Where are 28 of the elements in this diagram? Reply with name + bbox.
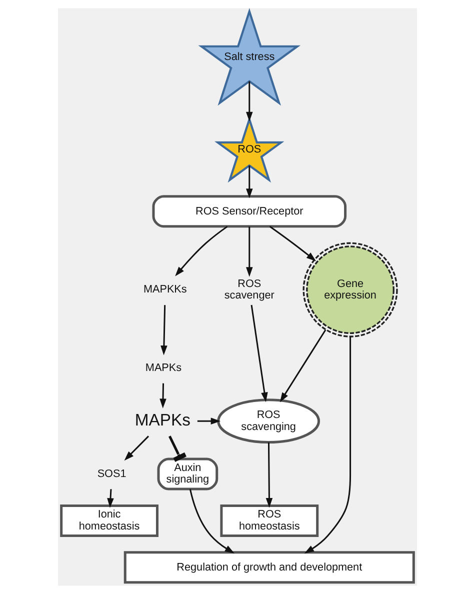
arrow [159, 383, 166, 408]
arrow [265, 442, 272, 508]
node-box: ROS Sensor/Receptor [152, 195, 346, 228]
arrow [246, 226, 252, 277]
node-text: SOS1 [96, 468, 126, 480]
node-text: MAPKKs [142, 284, 186, 296]
arrow [279, 329, 326, 402]
node-box: Auxin signaling [156, 458, 218, 490]
arrow [174, 226, 228, 276]
arrow [268, 226, 316, 262]
arrow [250, 304, 268, 402]
node-text: MAPKs [144, 362, 182, 374]
arrow [304, 336, 351, 554]
node-text: ROS scavenger [224, 278, 274, 302]
node-text: MAPKs [134, 410, 190, 430]
connector [168, 436, 186, 462]
node-box: Regulation of growth and development [123, 551, 414, 584]
arrow [246, 81, 252, 122]
arrow [124, 436, 149, 461]
arrow [246, 166, 252, 198]
node-box: ROS homeostasis [220, 504, 318, 537]
node-box: Ionic homeostasis [60, 504, 158, 537]
node-ellipse: ROS scavenging [216, 398, 320, 444]
arrow [160, 305, 167, 356]
node-circle: Gene expression [302, 242, 398, 338]
arrow [188, 489, 234, 554]
arrow [106, 489, 114, 508]
arrow [196, 418, 220, 424]
